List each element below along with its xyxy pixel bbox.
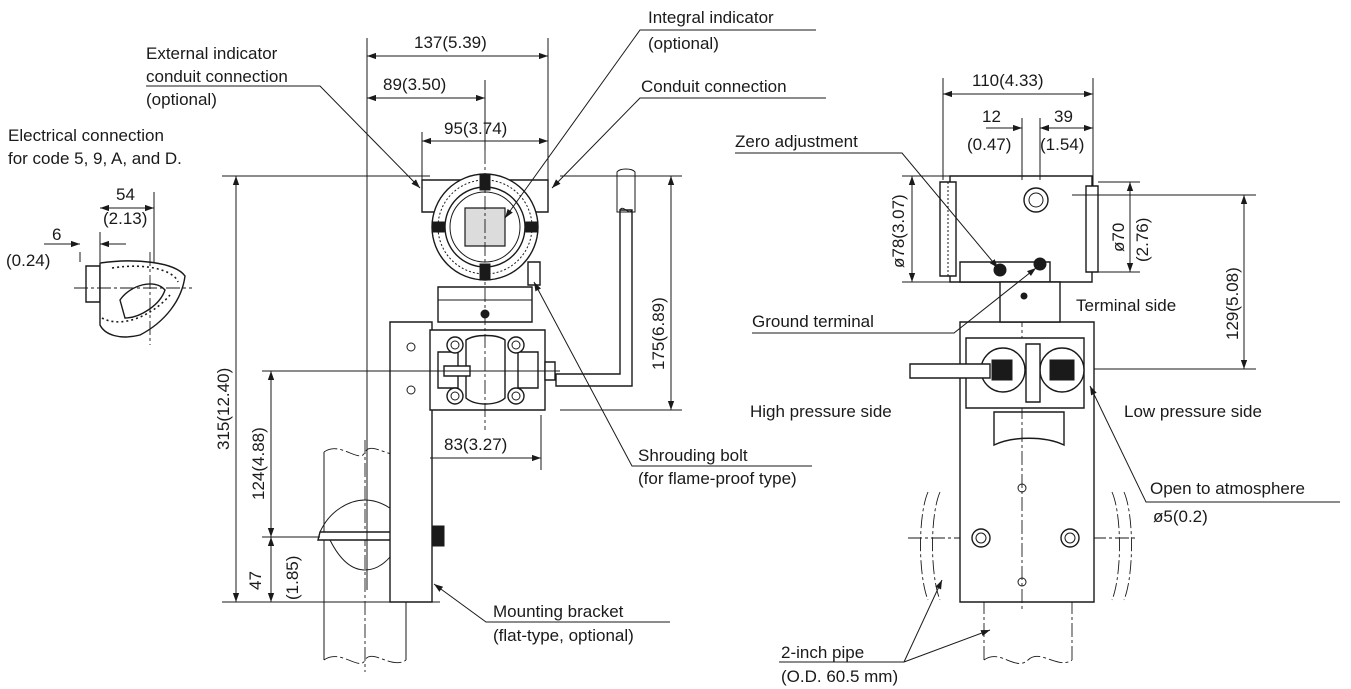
- label-external-indicator: External indicator conduit connection (o…: [146, 44, 421, 189]
- dim-124: 124(4.88): [249, 370, 560, 538]
- svg-text:83(3.27): 83(3.27): [444, 435, 507, 454]
- label-electrical-connection: Electrical connection for code 5, 9, A, …: [8, 126, 182, 168]
- dim-12: 12 (0.47): [967, 107, 1062, 180]
- svg-text:High pressure side: High pressure side: [750, 402, 892, 421]
- dim-70: ø70 (2.76): [1098, 181, 1152, 273]
- vent-pipe-side: [909, 363, 991, 379]
- svg-text:(2.76): (2.76): [1133, 218, 1152, 262]
- svg-text:(for flame-proof type): (for flame-proof type): [638, 469, 797, 488]
- svg-text:137(5.39): 137(5.39): [414, 33, 487, 52]
- dim-47: 47 (1.85): [246, 537, 302, 602]
- svg-text:124(4.88): 124(4.88): [249, 427, 268, 500]
- svg-text:Low pressure side: Low pressure side: [1124, 402, 1262, 421]
- svg-text:47: 47: [246, 571, 265, 590]
- svg-text:129(5.08): 129(5.08): [1223, 267, 1242, 340]
- transmitter-front: [421, 150, 556, 430]
- dim-39: 39 (1.54): [1039, 107, 1093, 180]
- svg-text:315(12.40): 315(12.40): [214, 368, 233, 450]
- svg-text:ø78(3.07): ø78(3.07): [889, 194, 908, 268]
- svg-text:110(4.33): 110(4.33): [972, 71, 1044, 90]
- svg-text:ø5(0.2): ø5(0.2): [1153, 507, 1208, 526]
- svg-text:(1.85): (1.85): [283, 556, 302, 600]
- svg-text:Zero adjustment: Zero adjustment: [735, 132, 858, 151]
- electrical-connection-detail: [74, 192, 192, 345]
- dim-95: 95(3.74): [421, 119, 548, 180]
- svg-text:conduit connection: conduit connection: [146, 67, 288, 86]
- dim-315: 315(12.40): [214, 175, 440, 603]
- svg-text:External indicator: External indicator: [146, 44, 278, 63]
- dim-89: 89(3.50): [367, 75, 486, 150]
- svg-text:175(6.89): 175(6.89): [649, 297, 668, 370]
- svg-text:89(3.50): 89(3.50): [383, 75, 446, 94]
- dim-54-in: (2.13): [103, 209, 147, 228]
- label-shrouding-bolt: Shrouding bolt (for flame-proof type): [533, 281, 812, 488]
- label-low-pressure-side: Low pressure side: [1124, 402, 1262, 421]
- dim-54-mm: 54: [116, 185, 135, 204]
- svg-text:Mounting bracket: Mounting bracket: [493, 602, 624, 621]
- svg-text:2-inch pipe: 2-inch pipe: [781, 643, 864, 662]
- dim-175: 175(6.89): [560, 175, 682, 411]
- label-pipe: 2-inch pipe (O.D. 60.5 mm): [779, 579, 991, 686]
- dim-6-in: (0.24): [6, 251, 50, 270]
- transmitter-side: [939, 175, 1099, 409]
- svg-text:(O.D. 60.5 mm): (O.D. 60.5 mm): [781, 667, 898, 686]
- svg-text:39: 39: [1054, 107, 1073, 126]
- dim-129: 129(5.08): [1072, 194, 1256, 370]
- conduit-pipe-front: [555, 168, 636, 387]
- label-mounting-bracket: Mounting bracket (flat-type, optional): [433, 583, 670, 645]
- dim-54: 54 (2.13): [100, 185, 154, 228]
- svg-text:(optional): (optional): [146, 90, 217, 109]
- bracket-front: [389, 321, 433, 603]
- svg-text:(1.54): (1.54): [1040, 135, 1084, 154]
- dim-78: ø78(3.07): [889, 175, 950, 283]
- svg-text:95(3.74): 95(3.74): [444, 119, 507, 138]
- svg-text:12: 12: [982, 107, 1001, 126]
- svg-text:Shrouding bolt: Shrouding bolt: [638, 446, 748, 465]
- dim-83: 83(3.27): [430, 415, 542, 470]
- svg-text:(flat-type, optional): (flat-type, optional): [493, 626, 634, 645]
- label-terminal-side: Terminal side: [1076, 296, 1176, 315]
- svg-text:Integral indicator: Integral indicator: [648, 8, 774, 27]
- svg-text:Electrical connection: Electrical connection: [8, 126, 164, 145]
- svg-text:Terminal side: Terminal side: [1076, 296, 1176, 315]
- svg-text:Ground terminal: Ground terminal: [752, 312, 874, 331]
- dim-6-mm: 6: [52, 225, 61, 244]
- label-high-pressure-side: High pressure side: [750, 402, 892, 421]
- label-zero-adjustment: Zero adjustment: [735, 132, 999, 269]
- dim-110: 110(4.33): [942, 71, 1094, 186]
- svg-text:Conduit connection: Conduit connection: [641, 77, 787, 96]
- label-open-to-atmosphere: Open to atmosphere ø5(0.2): [1089, 385, 1340, 526]
- svg-text:(0.47): (0.47): [967, 135, 1011, 154]
- svg-text:Open to atmosphere: Open to atmosphere: [1150, 479, 1305, 498]
- label-conduit-connection: Conduit connection: [551, 77, 826, 189]
- label-ground-terminal: Ground terminal: [752, 267, 1037, 334]
- label-integral-indicator: Integral indicator (optional): [504, 8, 816, 219]
- dim-137: 137(5.39): [366, 33, 549, 590]
- svg-text:for code 5, 9, A, and D.: for code 5, 9, A, and D.: [8, 149, 182, 168]
- svg-text:ø70: ø70: [1109, 223, 1128, 252]
- svg-text:(optional): (optional): [648, 34, 719, 53]
- dim-6: 6 (0.24): [6, 225, 126, 270]
